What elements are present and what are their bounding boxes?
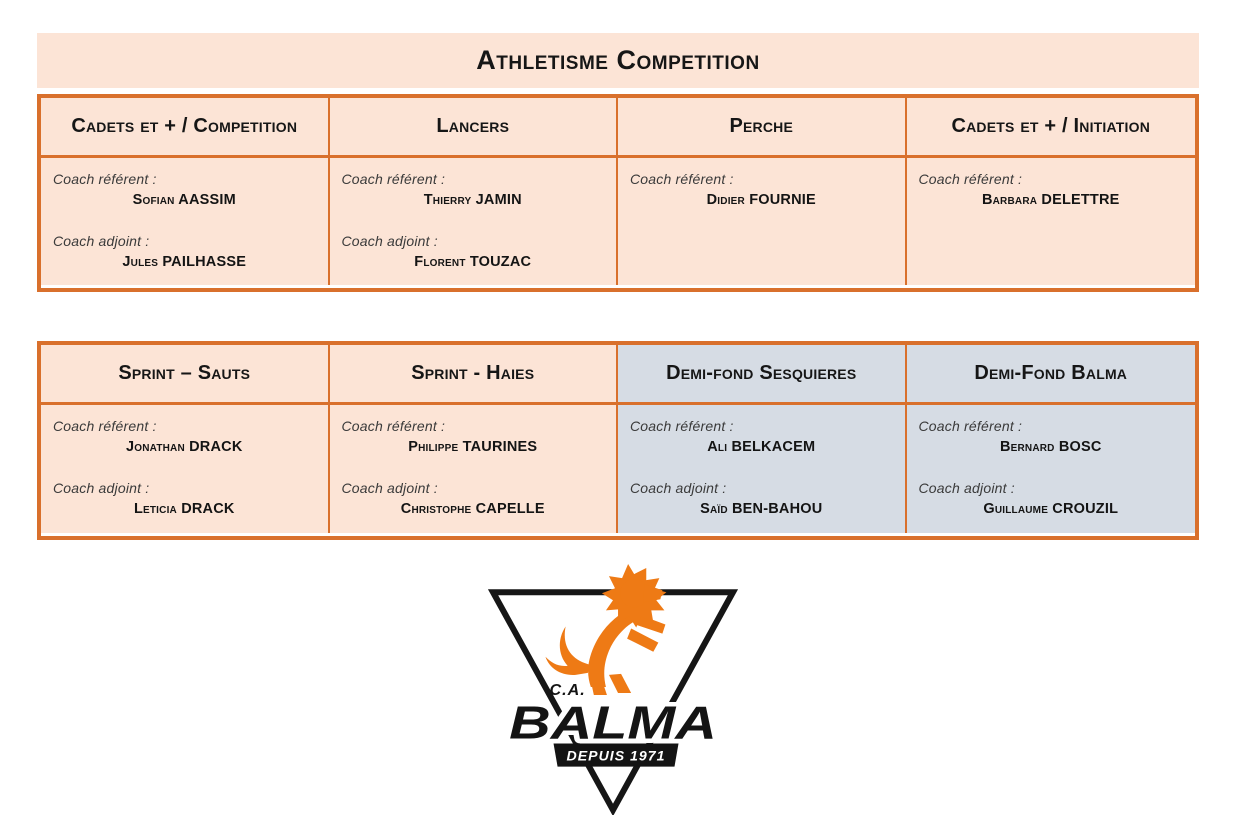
staff-table-sprint-demifond: Sprint – Sauts Sprint - Haies Demi-fond … bbox=[37, 341, 1199, 540]
logo-balma-text: BALMA bbox=[509, 696, 717, 748]
referent-name: Jonathan DRACK bbox=[125, 439, 243, 455]
coach-cell: Coach référent : Barbara DELETTRE bbox=[906, 158, 1195, 285]
adjoint-label: Coach adjoint : bbox=[53, 233, 150, 249]
referent-name: Ali BELKACEM bbox=[707, 439, 816, 455]
header-row: Sprint – Sauts Sprint - Haies Demi-fond … bbox=[41, 345, 1195, 405]
adjoint-name: Florent TOUZAC bbox=[414, 254, 532, 270]
referent-label: Coach référent : bbox=[341, 171, 446, 187]
adjoint-name: Leticia DRACK bbox=[133, 501, 235, 517]
adjoint-label: Coach adjoint : bbox=[918, 480, 1015, 496]
adjoint-label: Coach adjoint : bbox=[53, 480, 150, 496]
header-row: Cadets et + / Competition Lancers Perche… bbox=[41, 98, 1195, 158]
column-header: Demi-Fond Balma bbox=[906, 345, 1195, 402]
coach-cell: Coach référent : Philippe TAURINES Coach… bbox=[329, 405, 618, 533]
column-header: Demi-fond Sesquieres bbox=[618, 345, 907, 402]
logo-ca-text: C.A. bbox=[549, 681, 585, 699]
referent-name: Philippe TAURINES bbox=[408, 439, 538, 455]
referent-label: Coach référent : bbox=[918, 418, 1023, 434]
adjoint-name: Saïd BEN-BAHOU bbox=[700, 501, 823, 517]
coach-cell: Coach référent : Jonathan DRACK Coach ad… bbox=[41, 405, 330, 533]
adjoint-name: Guillaume CROUZIL bbox=[983, 501, 1119, 517]
body-row: Coach référent : Sofian AASSIM Coach adj… bbox=[41, 158, 1195, 285]
logo-banner bbox=[553, 743, 679, 767]
adjoint-label: Coach adjoint : bbox=[630, 480, 727, 496]
adjoint-label: Coach adjoint : bbox=[341, 233, 438, 249]
column-header: Sprint – Sauts bbox=[41, 345, 330, 402]
column-header: Perche bbox=[618, 98, 907, 155]
logo-since-text: DEPUIS 1971 bbox=[567, 748, 666, 764]
column-header: Cadets et + / Competition bbox=[41, 98, 330, 155]
coach-cell: Coach référent : Sofian AASSIM Coach adj… bbox=[41, 158, 330, 285]
referent-label: Coach référent : bbox=[53, 418, 157, 434]
referent-name: Sofian AASSIM bbox=[132, 192, 236, 208]
staff-table-competition: Cadets et + / Competition Lancers Perche… bbox=[37, 94, 1199, 292]
coach-cell: Coach référent : Thierry JAMIN Coach adj… bbox=[329, 158, 618, 285]
column-header: Sprint - Haies bbox=[329, 345, 618, 402]
referent-label: Coach référent : bbox=[918, 171, 1023, 187]
adjoint-name: Jules PAILHASSE bbox=[122, 254, 247, 270]
referent-label: Coach référent : bbox=[630, 418, 734, 434]
lion-icon bbox=[545, 564, 667, 696]
club-logo: C.A. BALMA DEPUIS 1971 bbox=[487, 561, 739, 815]
adjoint-name: Christophe CAPELLE bbox=[400, 501, 545, 517]
column-header: Cadets et + / Initiation bbox=[906, 98, 1195, 155]
page-title: Athletisme Competition bbox=[476, 45, 760, 75]
coach-cell: Coach référent : Bernard BOSC Coach adjo… bbox=[906, 405, 1195, 533]
adjoint-label: Coach adjoint : bbox=[341, 480, 438, 496]
body-row: Coach référent : Jonathan DRACK Coach ad… bbox=[41, 405, 1195, 533]
referent-name: Barbara DELETTRE bbox=[981, 192, 1120, 208]
referent-label: Coach référent : bbox=[53, 171, 157, 187]
referent-name: Bernard BOSC bbox=[999, 439, 1102, 455]
referent-name: Thierry JAMIN bbox=[423, 192, 522, 208]
referent-name: Didier FOURNIE bbox=[706, 192, 816, 208]
referent-label: Coach référent : bbox=[341, 418, 446, 434]
referent-label: Coach référent : bbox=[630, 171, 734, 187]
column-header: Lancers bbox=[329, 98, 618, 155]
coach-cell: Coach référent : Ali BELKACEM Coach adjo… bbox=[618, 405, 907, 533]
coach-cell: Coach référent : Didier FOURNIE bbox=[618, 158, 907, 285]
title-banner: Athletisme Competition bbox=[37, 33, 1199, 88]
